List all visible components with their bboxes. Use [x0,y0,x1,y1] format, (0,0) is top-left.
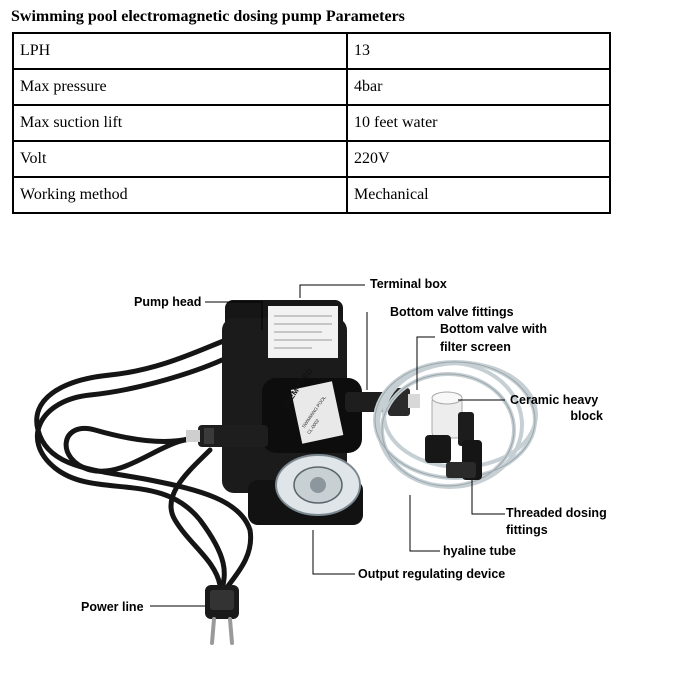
param-value: Mechanical [346,176,611,214]
param-name: Max pressure [12,68,348,106]
power-plug [205,585,239,645]
parameters-table: LPH 13 Max pressure 4bar Max suction lif… [12,32,611,214]
label-ceramic-block-1: Ceramic heavy [510,393,598,407]
label-pump-head: Pump head [134,295,201,309]
label-ceramic-block-2: block [570,409,603,423]
pump-diagram: CHEM-FEED SWIMMING POOL CL-0002 [34,277,607,645]
label-hyaline-tube: hyaline tube [443,544,516,558]
label-threaded-fittings-2: fittings [506,523,548,537]
param-name: LPH [12,32,348,70]
power-cable [34,337,254,598]
param-value: 10 feet water [346,104,611,142]
label-power-line: Power line [81,600,144,614]
table-row: Working method Mechanical [12,176,611,214]
table-row: Max pressure 4bar [12,68,611,106]
table-row: Max suction lift 10 feet water [12,104,611,142]
param-value: 220V [346,140,611,178]
accessories [425,391,482,480]
output-regulating-device [275,454,361,516]
param-value: 4bar [346,68,611,106]
param-name: Max suction lift [12,104,348,142]
param-name: Working method [12,176,348,214]
label-bottom-valve-filter-2: filter screen [440,340,511,354]
table-row: Volt 220V [12,140,611,178]
table-row: LPH 13 [12,32,611,70]
label-output-device: Output regulating device [358,567,505,581]
page-title: Swimming pool electromagnetic dosing pum… [11,8,405,25]
param-value: 13 [346,32,611,70]
label-terminal-box: Terminal box [370,277,447,291]
callout-lines [150,284,505,607]
param-name: Volt [12,140,348,178]
label-bottom-valve-fittings: Bottom valve fittings [390,305,514,319]
label-bottom-valve-filter-1: Bottom valve with [440,322,547,336]
label-threaded-fittings-1: Threaded dosing [506,506,607,520]
